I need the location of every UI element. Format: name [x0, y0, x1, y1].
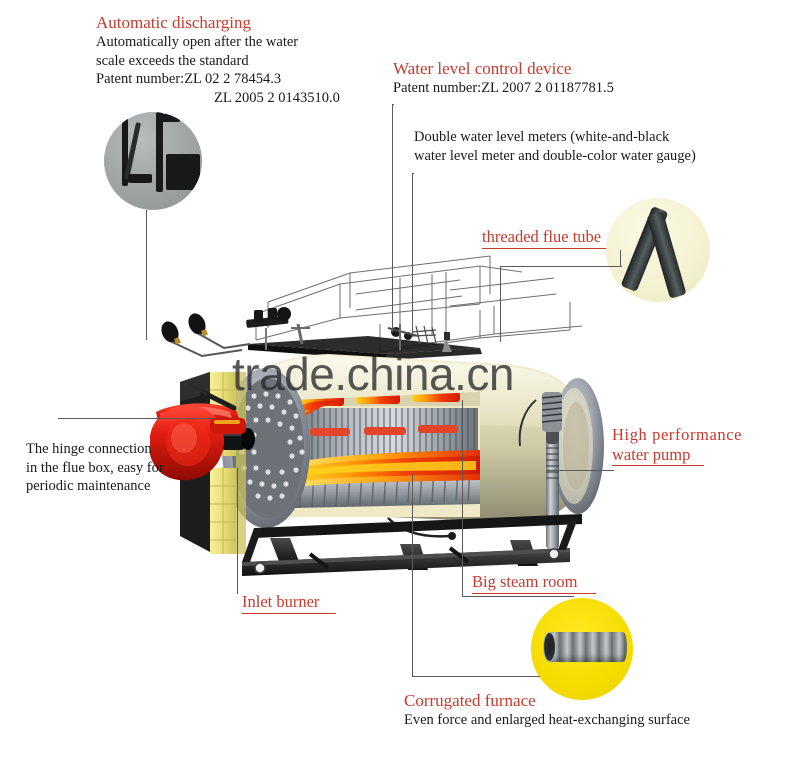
water-pump-line2: water pump — [612, 445, 704, 466]
photo-corrugated-tube — [547, 632, 627, 662]
automatic-discharging-patent-2: ZL 2005 2 0143510.0 — [214, 89, 340, 106]
automatic-discharging-photo-inset — [104, 112, 202, 210]
automatic-discharging-patent-1: Patent number:ZL 02 2 78454.3 — [96, 71, 282, 87]
boiler-illustration — [150, 232, 630, 592]
callout-water-level-control: Water level control device Patent number… — [393, 58, 693, 98]
leader-inlet-burner — [237, 468, 238, 594]
double-water-level-meters-line2: water level meter and double-color water… — [414, 147, 696, 164]
automatic-discharging-line2: scale exceeds the standard — [96, 52, 249, 69]
leader-water-pump — [546, 470, 614, 471]
corrugated-furnace-line1: Even force and enlarged heat-exchanging … — [404, 712, 690, 728]
water-level-control-heading: Water level control device — [393, 59, 572, 78]
callout-corrugated-furnace: Corrugated furnace Even force and enlarg… — [404, 690, 724, 730]
corrugated-furnace-heading: Corrugated furnace — [404, 691, 536, 710]
leader-corrugated-furnace-h — [412, 676, 540, 677]
tag-high-performance-water-pump: High performance water pump — [612, 425, 782, 467]
photo-pipe-vertical-right — [156, 112, 163, 192]
leader-corrugated-furnace-v — [412, 474, 413, 676]
tag-big-steam-room: Big steam room — [472, 572, 596, 594]
double-water-level-meters-line1: Double water level meters (white-and-bla… — [414, 129, 670, 145]
leader-water-level-control — [392, 104, 393, 332]
photo-valve-bottom — [128, 174, 152, 183]
leader-big-steam-room-v — [462, 400, 463, 596]
photo-valve-top — [160, 114, 180, 122]
automatic-discharging-line1: Automatically open after the water — [96, 34, 299, 50]
corrugated-furnace-photo-inset — [531, 598, 633, 700]
photo-corrugated-tube-mouth — [543, 632, 556, 662]
hinge-connection-line3: periodic maintenance — [26, 478, 151, 494]
leader-threaded-flue-tube-v — [500, 266, 501, 342]
callout-double-water-level-meters: Double water level meters (white-and-bla… — [414, 128, 710, 165]
tag-inlet-burner: Inlet burner — [242, 592, 336, 614]
leader-automatic-discharging — [146, 210, 147, 340]
hinge-connection-line1: The hinge connection — [26, 441, 152, 457]
water-level-control-patent: Patent number:ZL 2007 2 01187781.5 — [393, 80, 614, 96]
tag-threaded-flue-tube: threaded flue tube — [482, 227, 618, 249]
leader-big-steam-room-h — [462, 596, 574, 597]
hinge-connection-line2: in the flue box, easy for — [26, 459, 164, 476]
callout-automatic-discharging: Automatic discharging Automatically open… — [96, 12, 348, 107]
leader-double-water-level-meters — [412, 173, 413, 335]
photo-flue-tube-b — [646, 211, 687, 299]
automatic-discharging-heading: Automatic discharging — [96, 13, 252, 32]
water-pump-line1: High performance — [612, 425, 743, 444]
leader-hinge-connection — [58, 418, 214, 419]
leader-wlc-corner — [392, 104, 394, 105]
leader-dwlm-corner — [412, 173, 414, 174]
photo-dark-panel — [166, 154, 200, 190]
leader-threaded-flue-tube-h — [500, 266, 622, 267]
threaded-flue-tube-photo-inset — [606, 198, 710, 302]
leader-threaded-flue-tube-stub — [620, 250, 621, 266]
callout-hinge-connection: The hinge connection in the flue box, ea… — [26, 440, 210, 496]
photo-pipe-vertical-left — [122, 114, 128, 186]
